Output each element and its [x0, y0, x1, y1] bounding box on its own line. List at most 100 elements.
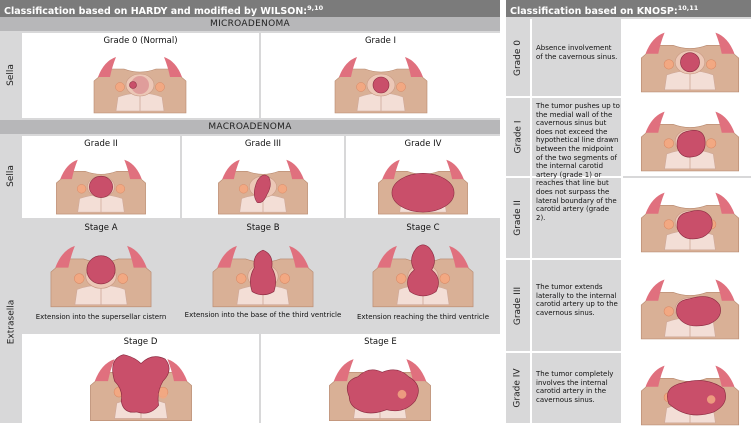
tumor: [676, 296, 721, 327]
carotid-artery-left: [663, 219, 674, 230]
knosp-grade-2-illustration: [640, 192, 740, 253]
hardy-wilson-header: Classification based on HARDY and modifi…: [0, 0, 500, 17]
optic-nerve-left: [55, 245, 75, 268]
tumor: [680, 52, 700, 73]
microadenoma: [129, 81, 137, 89]
optic-nerve-right: [167, 359, 188, 382]
stage-e-illustration: [329, 359, 431, 422]
stage-d-cell: Stage D: [22, 334, 259, 423]
carotid-artery-encased: [158, 389, 168, 399]
stage-a-cell: Stage A Extension into the supersellar c…: [22, 220, 180, 332]
stage-e-cell: Stage E: [261, 334, 500, 423]
knosp-grade-0-cell: [623, 19, 751, 96]
stage-c-illustration: [372, 244, 474, 308]
carotid-artery-right: [155, 82, 165, 92]
optic-nerve-right: [124, 159, 142, 180]
carotid-artery-left: [115, 82, 125, 92]
optic-nerve-right: [715, 111, 735, 133]
optic-nerve-right: [164, 57, 182, 77]
grade-4-illustration: [378, 159, 468, 215]
carotid-artery-right: [277, 184, 288, 194]
optic-nerve-left: [94, 359, 115, 382]
knosp-grade-3-description: The tumor extends laterally to the inter…: [536, 283, 618, 317]
grade-4-cell: Grade IV: [346, 136, 500, 218]
stage-c-cell: Stage C Extension reaching the third ven…: [346, 220, 500, 332]
knosp-grade-1-illustration: [640, 111, 740, 172]
stage-b-cell: Stage B Extension into the base of the t…: [182, 220, 344, 332]
grade-3-cell: Grade III: [182, 136, 344, 218]
grade-4-label: Grade IV: [404, 139, 442, 149]
carotid-artery-left: [238, 184, 249, 194]
knosp-grade-2-cell: [623, 178, 751, 258]
grade-1-cell: Grade I: [261, 33, 500, 118]
knosp-grade-3-cell: [623, 260, 751, 351]
optic-nerve-left: [217, 245, 237, 268]
optic-nerve-right: [127, 245, 147, 268]
grade-0-label: Grade 0 (Normal): [103, 36, 178, 46]
grade-0-cell: Grade 0 (Normal): [22, 33, 259, 118]
knosp-divider: [621, 19, 623, 423]
knosp-divider: [506, 96, 751, 98]
stage-a-caption: Extension into the supersellar cistern: [35, 313, 167, 321]
stage-b-label: Stage B: [246, 223, 280, 233]
carotid-artery-encased: [706, 395, 716, 404]
carotid-artery-left: [663, 138, 674, 149]
optic-nerve-left: [645, 279, 665, 301]
tumor: [667, 380, 726, 416]
knosp-divider: [506, 351, 751, 353]
tumor: [86, 255, 116, 285]
stage-b-caption: Extension into the base of the third ven…: [184, 311, 342, 319]
sella-label-macro: Sella: [6, 165, 16, 187]
hardy-wilson-title: Classification based on HARDY and modifi…: [4, 6, 308, 17]
tumor: [676, 129, 706, 158]
knosp-grade-1-description: The tumor pushes up to the medial wall o…: [536, 102, 620, 222]
knosp-grade-4-illustration: [640, 365, 740, 426]
carotid-artery-right: [117, 273, 128, 284]
carotid-artery-right: [396, 82, 406, 92]
carotid-artery-left: [663, 59, 674, 70]
carotid-artery-left: [236, 273, 247, 284]
extrasella-label: Extrasella: [6, 299, 16, 344]
knosp-header: Classification based on KNOSP:10,11: [506, 0, 751, 17]
grade-3-illustration: [218, 159, 308, 215]
tumor: [89, 175, 113, 198]
carotid-artery-right: [439, 273, 450, 284]
microadenoma: [372, 76, 390, 94]
stage-d-label: Stage D: [123, 337, 158, 347]
optic-nerve-left: [339, 57, 357, 77]
grade-1-illustration: [334, 57, 428, 114]
optic-nerve-right: [406, 359, 427, 382]
stage-b-illustration: [212, 245, 314, 308]
tumor: [253, 174, 271, 204]
carotid-artery-right: [706, 59, 717, 70]
macroadenoma-band: MACROADENOMA: [0, 120, 500, 134]
optic-nerve-left: [98, 57, 116, 77]
knosp-grade-0-illustration: [640, 32, 740, 93]
knosp-grade-0-label: Grade 0: [513, 39, 523, 76]
carotid-artery-right: [115, 184, 126, 194]
carotid-artery-left: [356, 82, 366, 92]
knosp-grade-4-cell: [623, 353, 751, 426]
knosp-divider: [506, 176, 622, 178]
grade-2-cell: Grade II: [22, 136, 180, 218]
knosp-divider: [506, 258, 751, 260]
knosp-grade-1-cell: [623, 98, 751, 176]
carotid-artery-left: [74, 273, 85, 284]
grade-1-label: Grade I: [364, 36, 397, 46]
knosp-title: Classification based on KNOSP:: [510, 6, 678, 17]
stage-e-label: Stage E: [364, 337, 397, 347]
optic-nerve-left: [645, 111, 665, 133]
tumor: [391, 173, 455, 213]
optic-nerve-left: [222, 159, 240, 180]
optic-nerve-left: [382, 159, 400, 180]
grade-2-illustration: [56, 159, 146, 215]
knosp-grade-4-description: The tumor completely involves the intern…: [536, 370, 614, 404]
carotid-artery-right: [706, 138, 717, 149]
optic-nerve-left: [333, 359, 354, 382]
stage-a-illustration: [50, 245, 152, 308]
tumor: [250, 249, 276, 296]
knosp-divider: [530, 19, 532, 423]
hardy-wilson-ref: 9,10: [307, 4, 324, 12]
pituitary-gland: [131, 76, 149, 94]
stage-c-caption: Extension reaching the third ventricle: [356, 313, 490, 321]
